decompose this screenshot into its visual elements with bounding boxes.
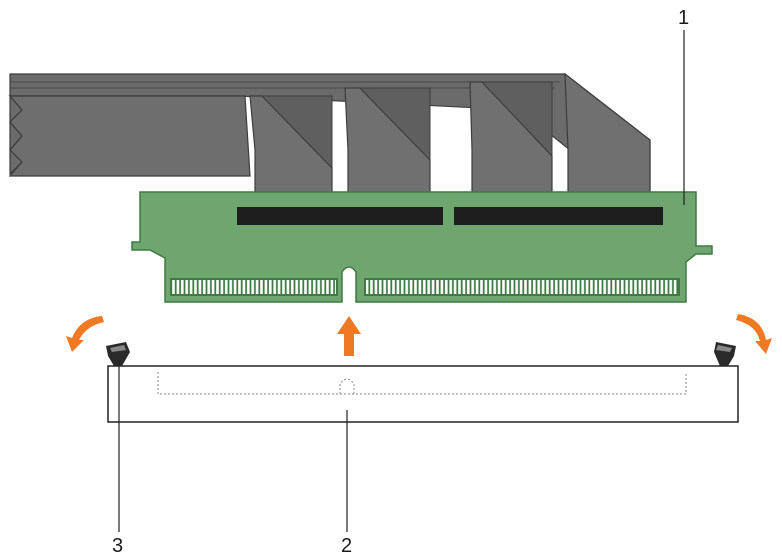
- callout-3: 3: [112, 535, 123, 557]
- riser-slot: [107, 365, 739, 423]
- riser-slot-body: [107, 365, 739, 423]
- riser-slot-opening: [157, 372, 687, 395]
- release-arrow-left: [66, 316, 104, 352]
- ribbon-cable-assembly: [8, 72, 651, 209]
- slot-latch-right: [714, 342, 736, 366]
- card-edge-pins-left: [170, 278, 338, 296]
- release-arrow-right: [736, 314, 772, 354]
- riser-card: [131, 191, 713, 303]
- card-connector-right: [454, 207, 663, 225]
- card-connector-left: [237, 207, 443, 225]
- callout-leaders: [118, 30, 685, 532]
- lift-arrow: [337, 316, 361, 356]
- callout-1: 1: [678, 7, 689, 29]
- callout-2: 2: [341, 535, 352, 557]
- ribbon-cable-fold-4: [564, 72, 651, 209]
- slot-latch-left: [106, 342, 130, 366]
- card-edge-pins-right: [364, 278, 680, 296]
- ribbon-cable-main: [8, 95, 251, 177]
